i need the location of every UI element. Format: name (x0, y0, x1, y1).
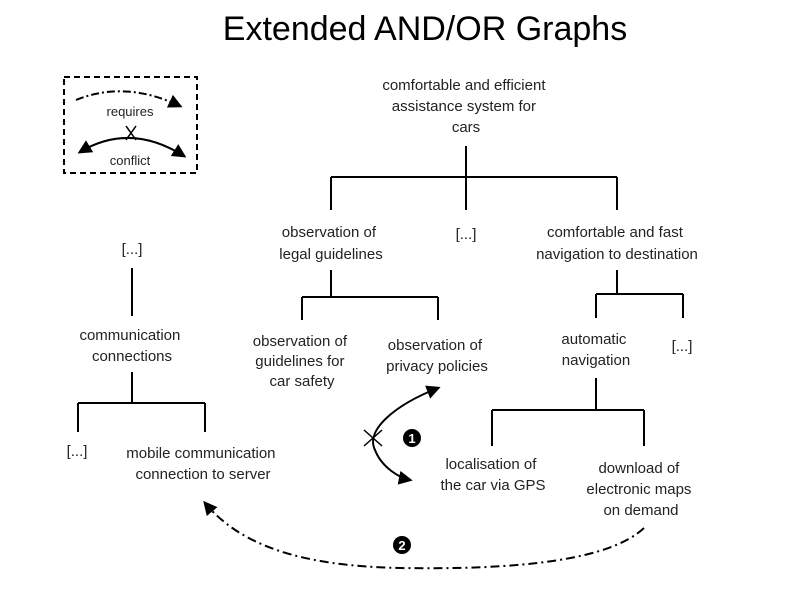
svg-text:2: 2 (398, 538, 405, 553)
requires-badge (393, 536, 411, 554)
legend-conflict-arrow (77, 136, 187, 158)
page-title: Extended AND/OR Graphs (222, 10, 628, 48)
node-comm-ellipsis-left: [...] (67, 443, 88, 460)
conflict-badge (403, 429, 421, 447)
node-communication-connections: communication connections (79, 327, 184, 365)
tree-edges (77, 146, 684, 446)
node-comm-ellipsis-top: [...] (122, 241, 143, 258)
requires-edge: 2 (203, 500, 645, 570)
node-automatic-navigation: automatic navigation (561, 331, 630, 369)
legend-conflict-label: conflict (110, 153, 151, 168)
node-car-safety: observation of guidelines for car safety (253, 333, 351, 390)
node-mid-ellipsis: [...] (456, 226, 477, 243)
node-legal-guidelines: observation of legal guidelines (279, 224, 382, 263)
node-gps-localisation: localisation of the car via GPS (440, 456, 545, 494)
conflict-cross-icon (363, 429, 383, 447)
svg-text:1: 1 (408, 431, 415, 446)
node-mobile-communication: mobile communication connection to serve… (126, 445, 279, 483)
node-electronic-maps: download of electronic maps on demand (586, 460, 695, 519)
legend: requires conflict (63, 76, 198, 174)
legend-requires-arrow (75, 90, 183, 108)
node-root: comfortable and efficient assistance sys… (382, 77, 549, 136)
node-fast-navigation: comfortable and fast navigation to desti… (536, 224, 698, 263)
node-privacy-policies: observation of privacy policies (386, 337, 488, 375)
node-nav-ellipsis: [...] (672, 338, 693, 355)
legend-requires-label: requires (107, 104, 154, 119)
legend-conflict-cross-icon (125, 125, 137, 141)
conflict-edge: 1 (363, 385, 441, 485)
